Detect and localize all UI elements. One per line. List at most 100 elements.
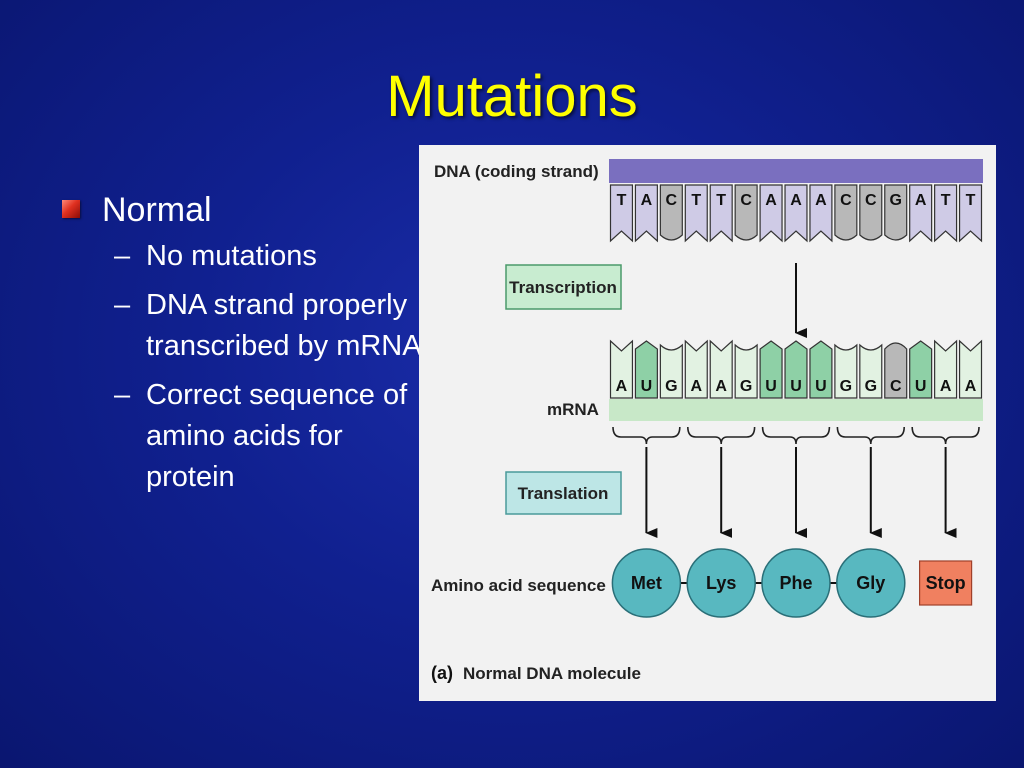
mrna-base-letter: C — [890, 378, 902, 395]
dna-strand-label: DNA (coding strand) — [434, 162, 599, 181]
codon-brace — [687, 426, 756, 445]
dna-base-letter: A — [915, 192, 927, 209]
mrna-base — [684, 339, 708, 399]
dna-base-letter: C — [666, 192, 678, 209]
dna-base-letter: T — [617, 192, 627, 209]
mrna-base-letter: U — [790, 378, 802, 395]
dna-base — [684, 184, 708, 243]
mrna-base — [859, 343, 883, 399]
mrna-label: mRNA — [547, 400, 599, 419]
dna-backbone-bar — [609, 159, 983, 183]
mrna-base-letter: G — [665, 378, 677, 395]
sub-bullet-text: No mutations — [146, 240, 317, 272]
sub-bullet-item: – DNA strand properly transcribed by mRN… — [114, 285, 422, 367]
mrna-base — [734, 343, 758, 399]
sub-bullet-list: – No mutations – DNA strand properly tra… — [114, 236, 422, 498]
bullet-level1: Normal — [62, 188, 422, 232]
dna-base — [859, 184, 883, 241]
codon-brace — [761, 426, 831, 445]
mrna-base — [634, 340, 658, 399]
mrna-base — [784, 340, 808, 399]
dna-base-letter: A — [815, 192, 827, 209]
dna-base-letter: T — [716, 192, 726, 209]
mrna-base-letter: A — [715, 378, 727, 395]
amino-acid-circle — [611, 548, 682, 618]
sub-bullet-text: DNA strand properly transcribed by mRNA — [146, 289, 422, 362]
dna-base-letter: T — [941, 192, 951, 209]
mrna-base — [958, 339, 983, 399]
mrna-base — [609, 339, 634, 399]
amino-acid-label: Lys — [706, 573, 736, 593]
mrna-base — [809, 340, 833, 399]
amino-acid-sequence-label: Amino acid sequence — [431, 576, 606, 595]
dna-base — [958, 184, 983, 243]
square-bullet-icon — [62, 200, 80, 218]
codon-brace — [836, 426, 905, 445]
bullet-list: Normal – No mutations – DNA strand prope… — [62, 188, 422, 506]
amino-acid-chain: Met Lys Phe Gly Stop — [611, 548, 973, 618]
amino-acid-circle — [761, 548, 831, 618]
dna-base — [784, 184, 808, 243]
mrna-base — [759, 340, 783, 399]
dash-bullet: – — [114, 379, 131, 411]
codon-brace — [612, 426, 681, 445]
mrna-base — [884, 342, 908, 399]
mrna-base-letter: U — [641, 378, 653, 395]
dash-bullet: – — [114, 289, 131, 321]
dna-base — [934, 184, 958, 243]
caption-text: Normal DNA molecule — [463, 664, 641, 683]
dna-base — [634, 184, 658, 243]
translation-label: Translation — [518, 484, 609, 503]
dna-base-letter: C — [740, 192, 752, 209]
sub-bullet-item: – No mutations — [114, 236, 422, 277]
mrna-base-letter: A — [965, 378, 977, 395]
dash-bullet: – — [114, 240, 131, 272]
dna-base — [734, 184, 758, 241]
mrna-base-letter: G — [840, 378, 852, 395]
dna-base-letter: T — [966, 192, 976, 209]
amino-acid-circle — [686, 548, 756, 618]
dna-base-letter: T — [691, 192, 701, 209]
translation-box — [505, 471, 622, 515]
dna-base-letter: A — [641, 192, 653, 209]
stop-label: Stop — [926, 573, 966, 593]
mrna-base — [834, 343, 858, 399]
slide-title: Mutations — [386, 64, 638, 129]
amino-acid-label: Met — [631, 573, 662, 593]
transcription-box — [505, 264, 622, 310]
mrna-base-letter: U — [815, 378, 827, 395]
mrna-base-letter: A — [690, 378, 702, 395]
mrna-base-letter: G — [740, 378, 752, 395]
dna-base — [709, 184, 733, 243]
dna-base — [809, 184, 833, 243]
mrna-base — [659, 343, 683, 399]
mrna-base-letter: U — [915, 378, 927, 395]
mrna-backbone-bar — [609, 399, 983, 421]
dna-base-letter: C — [865, 192, 877, 209]
amino-acid-label: Phe — [779, 573, 812, 593]
dna-base — [659, 184, 683, 241]
dna-base — [834, 184, 858, 241]
mrna-base-letter: U — [765, 378, 777, 395]
sub-bullet-text: Correct sequence of amino acids for prot… — [146, 379, 408, 493]
caption-letter: (a) — [431, 663, 453, 683]
bullet-level1-text: Normal — [102, 191, 212, 229]
codon-braces-group — [612, 426, 980, 445]
mrna-base — [934, 339, 958, 399]
amino-acid-label: Gly — [856, 573, 885, 593]
dna-base — [884, 184, 908, 241]
codon-brace — [911, 426, 980, 445]
mrna-base-letter: A — [616, 378, 628, 395]
mrna-base-letter: G — [865, 378, 877, 395]
dna-base — [909, 184, 933, 243]
dna-base-letter: A — [790, 192, 802, 209]
dna-base-letter: A — [765, 192, 777, 209]
mrna-base — [709, 339, 733, 399]
amino-acid-circle — [836, 548, 906, 618]
sub-bullet-item: – Correct sequence of amino acids for pr… — [114, 375, 422, 498]
dna-base-letter: G — [890, 192, 902, 209]
dna-base-letter: C — [840, 192, 852, 209]
